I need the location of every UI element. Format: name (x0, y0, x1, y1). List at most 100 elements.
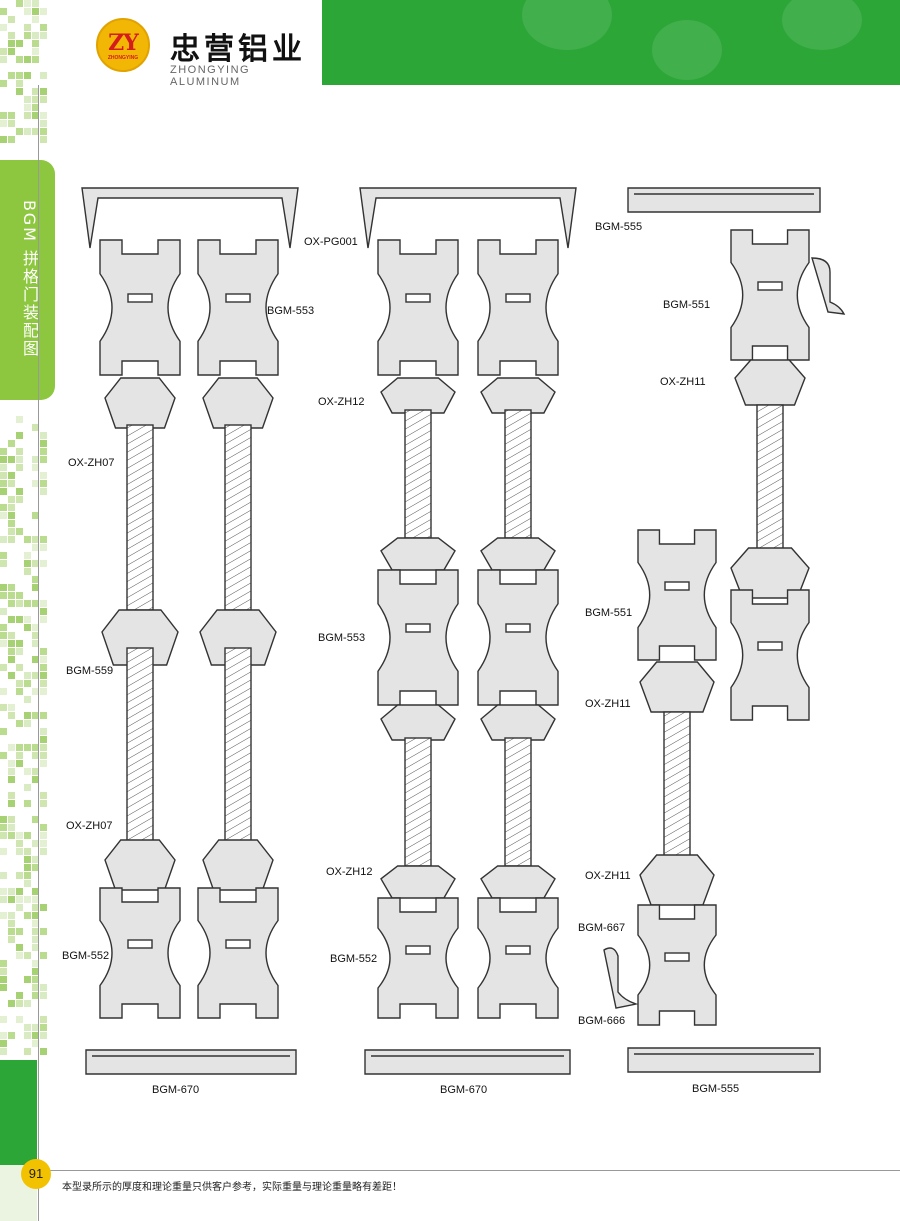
label-ox-zh12-top: OX-ZH12 (318, 396, 365, 408)
c3-glass-lower (663, 711, 691, 858)
c3-profile-upper-slot (757, 281, 783, 291)
c1-profile-lower-1-slot (225, 939, 251, 949)
c2-connector-mid2-1 (480, 704, 556, 741)
c1-joiner-1 (199, 609, 277, 666)
label-bgm-552-col2: BGM-552 (330, 953, 378, 965)
label-bgm-552: BGM-552 (62, 950, 110, 962)
c2-connector-lower-1 (480, 865, 556, 899)
c2-profile-mid-1 (477, 569, 559, 706)
bottom-green-block (0, 1060, 37, 1165)
c2-profile-upper-0-slot (405, 293, 431, 303)
footer-note: 本型录所示的厚度和理论重量只供客户参考，实际重量与理论重量略有差距！ (62, 1182, 402, 1193)
label-bgm-559: BGM-559 (66, 665, 114, 677)
c3-connector-left (639, 661, 715, 713)
c2-profile-mid-0 (377, 569, 459, 706)
label-ox-zh12-bottom: OX-ZH12 (326, 866, 373, 878)
c3-glass-upper (756, 404, 784, 551)
c1-glass-upper-1 (224, 424, 252, 611)
label-bgm-555-bottom: BGM-555 (692, 1083, 740, 1095)
c2-connector-mid-0 (380, 537, 456, 571)
label-ox-zh11-low: OX-ZH11 (585, 870, 631, 882)
c2-glass-lower-1 (504, 737, 532, 867)
section-tab: BGM 拼格门装配图 (0, 160, 55, 400)
label-ox-zh11-top: OX-ZH11 (660, 376, 706, 388)
section-title: BGM 拼格门装配图 (20, 200, 39, 358)
c1-connector-lower-1 (202, 839, 274, 891)
c3-profile-left-slot (664, 581, 690, 591)
c1-profile-upper-0-slot (127, 293, 153, 303)
c3-profile-upper (730, 229, 810, 361)
label-bgm-667: BGM-667 (578, 922, 626, 934)
brand-name-cn: 忠营铝业 (170, 32, 306, 67)
brand-logo: ZY ZHONGYING (96, 18, 150, 72)
c3-top-rail (627, 187, 821, 213)
footer-rule (38, 1170, 900, 1171)
label-bgm-551-mid: BGM-551 (585, 607, 633, 619)
logo-letters: ZY (108, 30, 139, 56)
c2-top-cap (359, 187, 577, 249)
c1-profile-lower-1 (197, 887, 279, 1019)
label-bgm-553-col2: BGM-553 (318, 632, 366, 644)
label-ox-zh07-bottom: OX-ZH07 (66, 820, 113, 832)
c2-profile-lower-0 (377, 897, 459, 1019)
label-bgm-666: BGM-666 (578, 1015, 626, 1027)
c1-connector-lower-0 (104, 839, 176, 891)
c1-connector-0 (104, 377, 176, 429)
c2-profile-upper-1 (477, 239, 559, 376)
c1-profile-lower-0 (99, 887, 181, 1019)
c3-profile-left (637, 529, 717, 661)
c2-glass-lower-0 (404, 737, 432, 867)
c3-bottom-rail (627, 1047, 821, 1073)
label-bgm-555-top: BGM-555 (595, 221, 643, 233)
c2-glass-upper-0 (404, 409, 432, 539)
c3-bgm667-hook (603, 947, 639, 1009)
c2-connector-lower-0 (380, 865, 456, 899)
c2-profile-upper-1-slot (505, 293, 531, 303)
label-ox-pg001: OX-PG001 (304, 236, 358, 248)
page-number: 91 (21, 1159, 51, 1189)
c1-top-cap (81, 187, 299, 249)
label-bgm-670-col2: BGM-670 (440, 1084, 488, 1096)
c3-profile-lower (637, 904, 717, 1026)
label-bgm-670: BGM-670 (152, 1084, 200, 1096)
c2-profile-lower-1-slot (505, 945, 531, 955)
c3-profile-right-slot (757, 641, 783, 651)
mosaic-decoration (0, 0, 60, 1221)
brand-name-en: ZHONGYING ALUMINUM (170, 64, 251, 88)
c2-base-rail (364, 1049, 571, 1075)
c2-profile-mid-0-slot (405, 623, 431, 633)
label-bgm-553: BGM-553 (267, 305, 315, 317)
c1-glass-lower-0 (126, 647, 154, 844)
label-ox-zh11-mid: OX-ZH11 (585, 698, 631, 710)
c2-profile-upper-0 (377, 239, 459, 376)
c3-connector-upper (734, 359, 806, 406)
c1-profile-upper-1-slot (225, 293, 251, 303)
c2-connector-mid2-0 (380, 704, 456, 741)
c2-profile-mid-1-slot (505, 623, 531, 633)
header-green-bar (322, 0, 900, 85)
c2-connector-0 (380, 377, 456, 414)
c3-handle-hook (811, 257, 846, 315)
c1-profile-upper-0 (99, 239, 181, 376)
c2-glass-upper-1 (504, 409, 532, 539)
c3-connector-lower (639, 854, 715, 906)
label-bgm-551-top: BGM-551 (663, 299, 711, 311)
logo-small-text: ZHONGYING (107, 55, 139, 61)
c1-glass-lower-1 (224, 647, 252, 844)
c2-connector-mid-1 (480, 537, 556, 571)
c1-connector-1 (202, 377, 274, 429)
margin-line (38, 85, 39, 1221)
label-ox-zh07-top: OX-ZH07 (68, 457, 115, 469)
c1-base-rail (85, 1049, 297, 1075)
c3-profile-right (730, 589, 810, 721)
c1-joiner-0 (101, 609, 179, 666)
c3-profile-lower-slot (664, 952, 690, 962)
c2-profile-lower-1 (477, 897, 559, 1019)
c1-profile-upper-1 (197, 239, 279, 376)
c1-profile-lower-0-slot (127, 939, 153, 949)
c2-connector-1 (480, 377, 556, 414)
c2-profile-lower-0-slot (405, 945, 431, 955)
logo-area: ZY ZHONGYING 忠营铝业 ZHONGYING ALUMINUM (88, 0, 322, 88)
c1-glass-upper-0 (126, 424, 154, 611)
